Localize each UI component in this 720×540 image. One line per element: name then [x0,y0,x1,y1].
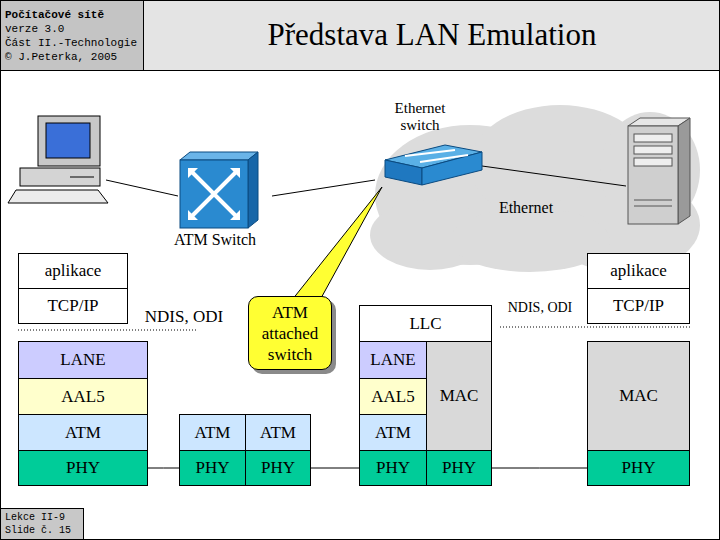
drive-bay [634,158,672,166]
protocol-layer-box: TCP/IP [587,288,690,324]
physical-link [492,468,587,469]
icon-side [248,152,258,228]
icon-top [180,152,258,160]
monitor [38,116,100,166]
label-ethernet-switch: Ethernet switch [380,100,460,134]
cloud-part [450,208,610,272]
node-text: PHY [66,458,100,478]
protocol-layer-box: MAC [587,341,690,451]
label-api: NDIS, ODI [498,300,582,316]
course-name: Počítačové sítě [5,8,104,22]
keyboard [8,190,108,203]
node-text: Část II.-Technologie [5,36,137,50]
protocol-layer-box: ATM [18,414,148,451]
protocol-layer-box: AAL5 [18,378,148,415]
node-text: PHY [376,458,410,478]
node-text: PHY [261,458,295,478]
protocol-layer-box: PHY [587,450,690,486]
callout-pointer [292,187,382,300]
node-text: ATM [65,423,101,443]
protocol-layer-box: AAL5 [359,378,427,415]
pc-case [20,168,100,186]
switch-arrows [405,150,468,162]
api-dotted-line [18,330,198,331]
node-text: TCP/IP [613,296,664,316]
switch-arrows [192,172,236,216]
node-text: LANE [60,350,105,370]
node-text: LLC [409,314,441,334]
slide-title: Představa LAN Emulation [144,16,720,54]
label-atm-switch: ATM Switch [165,231,265,249]
node-text: ATM [375,423,411,443]
protocol-layer-box: MAC [426,341,492,451]
node-text: ATM attached switch [252,302,328,365]
node-text: PHY [195,458,229,478]
wire [272,180,375,196]
node-text: Slide č. 15 [5,524,71,537]
protocol-layer-box: LANE [359,341,427,379]
callout-box: ATM attached switch [248,296,332,370]
node-text: Lekce II-9 [5,511,65,524]
protocol-layer-box: PHY [18,450,148,486]
protocol-layer-box: ATM [245,414,311,451]
atm-switch-icon [180,152,258,228]
protocol-layer-box: LANE [18,341,148,379]
node-text: TCP/IP [47,296,98,316]
drive-slot [70,177,94,178]
icon-front [385,160,422,185]
protocol-layer-box: PHY [179,450,246,486]
arrow-heads [188,168,240,220]
server-icon [628,118,690,224]
icon-front [180,160,248,228]
drive-bay [634,146,672,154]
label-api: NDIS, ODI [134,307,234,327]
protocol-layer-box: LLC [359,305,492,342]
node-text: AAL5 [371,387,414,407]
node-text: MAC [619,386,658,406]
server-side [678,118,690,224]
wire [106,180,178,196]
slide-number-box: Lekce II-9Slide č. 15 [0,508,84,540]
node-text: © J.Peterka, 2005 [5,50,117,64]
protocol-layer-box: PHY [359,450,427,486]
drive-bay [634,134,672,142]
physical-link [148,468,179,469]
label-ethernet: Ethernet [486,199,566,217]
course-header-box: Počítačové sítěverze 3.0Část II.-Technol… [0,0,144,71]
node-text: MAC [440,386,479,406]
vent [634,200,672,201]
pc-icon [8,116,108,203]
vent [634,206,672,207]
node-text: aplikace [45,261,102,281]
node-text: aplikace [610,261,667,281]
protocol-layer-box: ATM [179,414,246,451]
cloud-part [600,112,700,228]
protocol-layer-box: aplikace [587,253,690,289]
screen [46,123,90,158]
protocol-layer-box: aplikace [18,253,128,289]
node-text: verze 3.0 [5,22,64,36]
node-text: AAL5 [61,387,104,407]
protocol-layer-box: TCP/IP [18,288,128,324]
physical-link [311,468,359,469]
node-text: PHY [621,458,655,478]
protocol-layer-box: PHY [426,450,492,486]
title-band [0,0,720,70]
api-dotted-line [500,327,690,328]
node-text: LANE [370,350,415,370]
node-text: ATM [260,423,296,443]
protocol-layer-box: ATM [359,414,427,451]
protocol-layer-box: PHY [245,450,311,486]
node-text: PHY [442,458,476,478]
ethernet-switch-icon [385,145,482,185]
server-front [628,126,678,224]
node-text: ATM [195,423,231,443]
wire [482,166,626,186]
